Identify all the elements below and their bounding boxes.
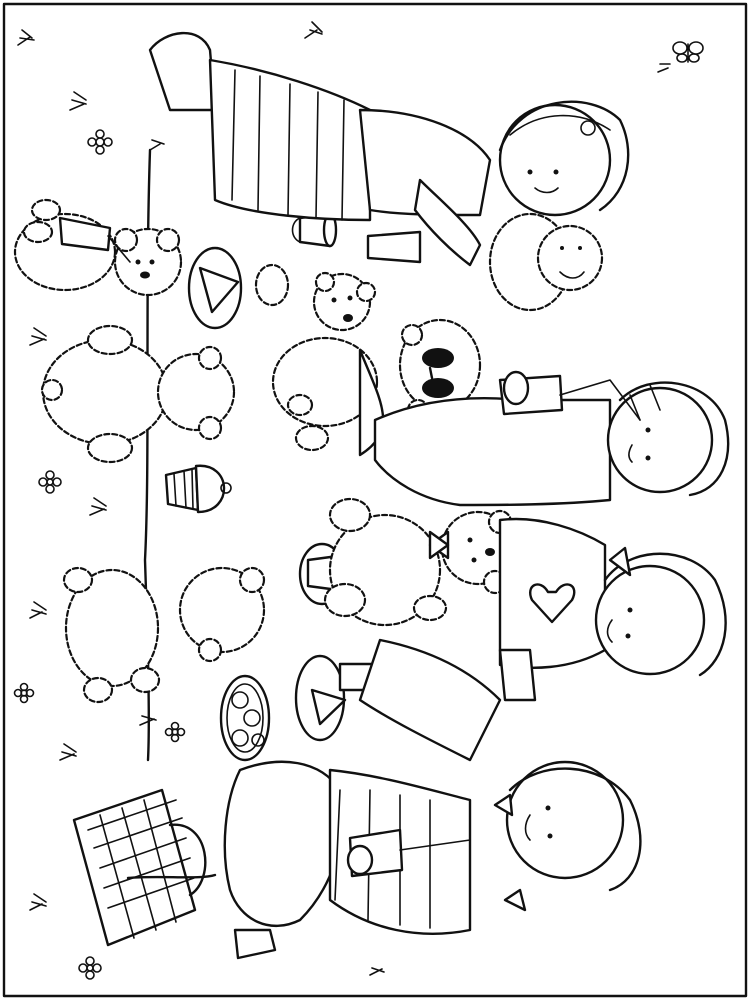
grass-tuft-icon xyxy=(139,715,157,726)
grass-tufts xyxy=(17,21,385,976)
grass-tuft-icon xyxy=(29,601,47,619)
teddy-bear-sitting xyxy=(40,324,236,464)
grass-tuft-icon xyxy=(69,91,87,111)
teddy-bear-drinking xyxy=(13,198,183,297)
grass-tuft-icon xyxy=(304,21,323,39)
butterfly-icon xyxy=(657,41,704,73)
cupcake-icon xyxy=(164,464,232,514)
flower-icon xyxy=(78,956,102,980)
sandwich-plate-icon xyxy=(294,654,374,742)
grass-tuft-icon xyxy=(89,497,107,516)
teddy-bear-small xyxy=(254,263,379,452)
child-girl-heart xyxy=(358,517,727,762)
cup-icon xyxy=(366,230,422,264)
flower-icon xyxy=(87,129,113,155)
flower-icon xyxy=(38,470,62,494)
sandwich-plate-icon xyxy=(187,246,243,330)
grass-tuft-icon xyxy=(29,893,47,911)
grass-tuft-icon xyxy=(369,967,385,976)
grass-tuft-icon xyxy=(29,327,47,346)
child-girl-top xyxy=(148,31,630,267)
child-boy-middle xyxy=(373,370,730,507)
teddy-bear-held xyxy=(488,212,604,312)
grass-tuft-icon xyxy=(149,139,165,151)
cookie-plate-icon xyxy=(219,674,271,762)
teddy-bear-bow xyxy=(323,497,516,627)
grass-tuft-icon xyxy=(59,743,77,761)
teddy-bear-sitting xyxy=(62,566,266,704)
flower-icon xyxy=(164,721,186,743)
child-girl-bottom xyxy=(223,760,642,960)
grass-tuft-icon xyxy=(17,29,35,46)
flower-icon xyxy=(13,682,35,704)
picnic-basket-icon xyxy=(72,788,217,947)
